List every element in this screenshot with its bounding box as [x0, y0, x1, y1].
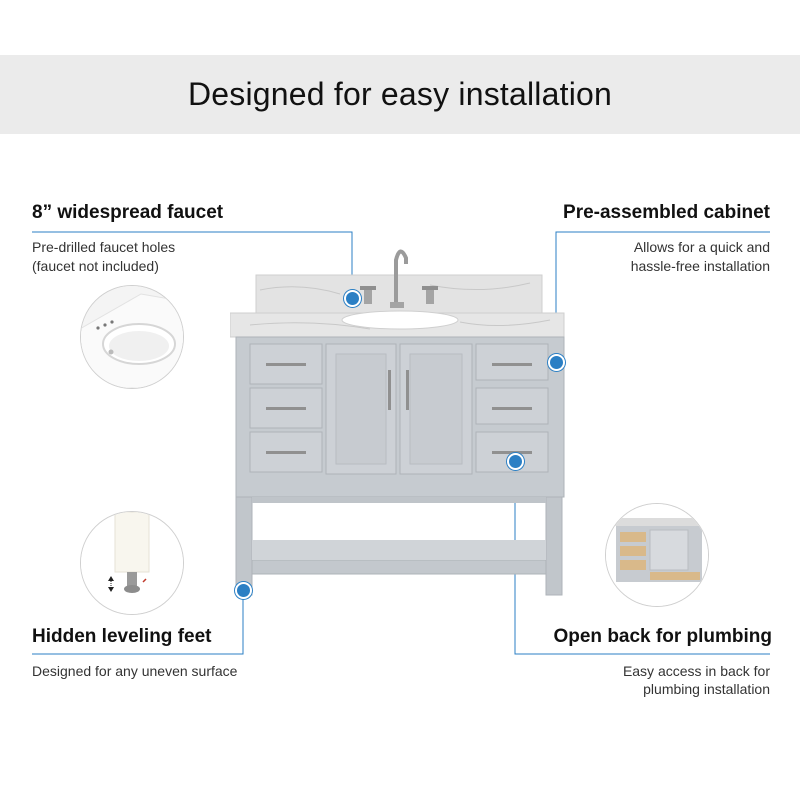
header-banner: Designed for easy installation [0, 55, 800, 134]
sink-detail-icon [81, 286, 183, 388]
sink-detail-circle [80, 285, 184, 389]
feet-feature-desc-1: Designed for any uneven surface [32, 663, 238, 679]
page-title: Designed for easy installation [187, 76, 612, 112]
callout-dot-icon [344, 290, 361, 307]
plumbing-callout-line [514, 461, 770, 655]
vanity-illustration [230, 249, 565, 596]
feet-callout-line [32, 590, 244, 655]
cabinet-feature-desc-2: hassle-free installation [630, 258, 770, 274]
leveling-foot-circle [80, 511, 184, 615]
plumbing-feature-title: Open back for plumbing [553, 626, 772, 647]
sink-basin [341, 310, 459, 330]
callout-dot-icon [235, 582, 252, 599]
faucet-feature-desc-2: (faucet not included) [32, 258, 159, 274]
faucet-feature-title: 8” widespread faucet [32, 202, 224, 223]
bottom-shelf [251, 559, 547, 575]
plumbing-feature-desc-1: Easy access in back for [622, 663, 770, 679]
callout-dot-icon [507, 453, 524, 470]
feet-feature-title: Hidden leveling feet [32, 626, 212, 647]
cabinet-feature-desc-1: Allows for a quick and [633, 239, 770, 255]
open-back-circle [605, 503, 709, 607]
faucet [394, 249, 408, 306]
open-back-icon [606, 504, 708, 606]
plumbing-feature-desc-2: plumbing installation [643, 681, 770, 697]
cabinet-feature-title: Pre-assembled cabinet [563, 202, 770, 223]
callout-dot-icon [548, 354, 565, 371]
leveling-foot-icon [81, 512, 183, 614]
faucet-feature-desc-1: Pre-drilled faucet holes [32, 239, 176, 255]
